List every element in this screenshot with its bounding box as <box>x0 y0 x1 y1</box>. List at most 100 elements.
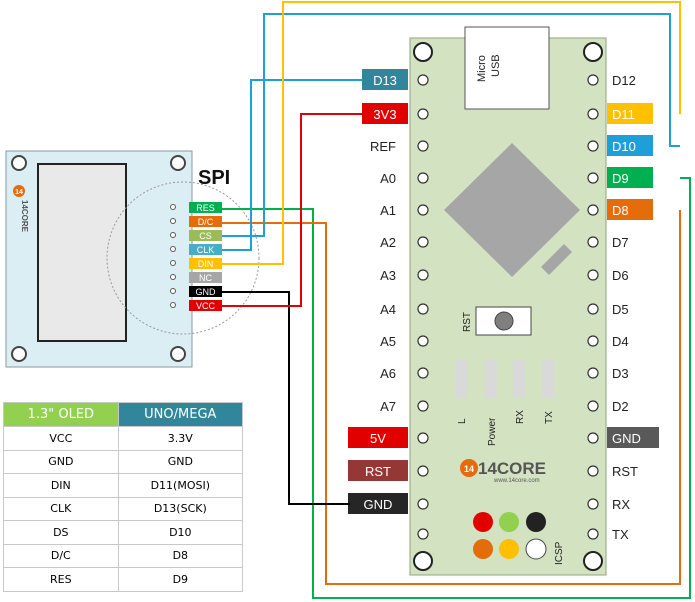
board-pin-rows: D133V3REFA0A1A2A3A4A5A6A75VRSTGNDD12D11D… <box>348 69 659 542</box>
left-pin-hole <box>417 303 429 315</box>
right-pin-rx: RX <box>612 497 630 512</box>
oled-pin-label: VCC <box>196 301 216 311</box>
reset-button[interactable] <box>475 306 532 336</box>
right-pin-rst: RST <box>612 464 638 479</box>
right-pin-d3: D3 <box>612 366 629 381</box>
status-led <box>513 360 525 398</box>
right-pin-hole <box>587 498 599 510</box>
left-pin-hole <box>417 335 429 347</box>
board-pin-cell: D13(SCK) <box>117 496 244 521</box>
board-pin-cell: D11(MOSI) <box>117 473 244 498</box>
left-pin-hole <box>417 367 429 379</box>
right-pin-hole <box>587 269 599 281</box>
wire-gnd-gnd <box>222 291 350 505</box>
left-pin-label: RST <box>365 464 391 479</box>
right-pin-d12: D12 <box>612 73 636 88</box>
left-pin-label: GND <box>364 497 393 512</box>
left-pin-label: A6 <box>380 366 396 381</box>
oled-pin-label: RES <box>196 203 215 213</box>
board-pin-cell: D9 <box>117 567 244 592</box>
right-pin-d5: D5 <box>612 302 629 317</box>
right-pin-hole <box>587 172 599 184</box>
left-pin-ref: REF <box>370 139 396 154</box>
wire-dc-d8 <box>222 210 681 585</box>
left-pin-a0: A0 <box>380 171 396 186</box>
oled-pin-hole <box>170 204 176 210</box>
oled-logo-text: 14CORE <box>20 200 29 233</box>
led-label: TX <box>544 411 555 424</box>
left-pin-hole <box>417 528 429 540</box>
oled-pin-hole <box>170 232 176 238</box>
oled-pin-cs: CS <box>189 230 222 241</box>
left-pin-hole <box>417 269 429 281</box>
wire-vcc-3v3 <box>222 113 362 307</box>
wire-din-d11 <box>222 1 681 265</box>
oled-pin-hole <box>170 246 176 252</box>
right-pin-d9: D9 <box>607 167 653 188</box>
left-pin-a1: A1 <box>380 203 396 218</box>
board-logo-url: www.14core.com <box>493 478 540 484</box>
oled-pin-label: DIN <box>198 259 214 269</box>
oled-pin-cell: DS <box>3 520 119 545</box>
oled-pin-cell: CLK <box>3 496 119 521</box>
left-pin-label: A2 <box>380 235 396 250</box>
right-pin-hole <box>587 140 599 152</box>
micro-usb-port: Micro USB <box>464 26 550 110</box>
left-pin-label: A3 <box>380 268 396 283</box>
oled-pin-din: DIN <box>189 258 222 269</box>
right-pin-hole <box>587 432 599 444</box>
right-pin-d7: D7 <box>612 235 629 250</box>
right-pin-label: RST <box>612 464 638 479</box>
oled-pin-gnd: GND <box>189 286 222 297</box>
oled-pin-cell: VCC <box>3 426 119 451</box>
oled-pin-hole <box>170 274 176 280</box>
icsp-label: ICSP <box>554 541 565 565</box>
left-pin-hole <box>417 140 429 152</box>
right-pin-d11: D11 <box>607 103 653 124</box>
oled-pin-cell: DIN <box>3 473 119 498</box>
right-pin-label: D4 <box>612 334 629 349</box>
right-pin-d4: D4 <box>612 334 629 349</box>
status-led <box>455 360 467 398</box>
left-pin-hole <box>417 108 429 120</box>
right-pin-hole <box>587 465 599 477</box>
left-pin-3v3: 3V3 <box>362 103 408 124</box>
left-pin-label: A5 <box>380 334 396 349</box>
wire-res-d9 <box>222 177 691 599</box>
oled-pin-label: CLK <box>197 245 215 255</box>
oled-pin-cell: D/C <box>3 543 119 568</box>
left-pin-a6: A6 <box>380 366 396 381</box>
oled-pin-hole <box>170 302 176 308</box>
right-pin-hole <box>587 108 599 120</box>
right-pin-d6: D6 <box>612 268 629 283</box>
left-pin-d13: D13 <box>362 69 408 90</box>
chip-outline <box>444 143 580 277</box>
left-pin-5v: 5V <box>348 427 408 448</box>
oled-pin-hole <box>170 260 176 266</box>
led-label: Power <box>487 417 498 446</box>
right-pin-label: D11 <box>612 107 635 122</box>
left-pin-a7: A7 <box>380 399 396 414</box>
left-pin-hole <box>417 236 429 248</box>
status-led <box>542 360 554 398</box>
oled-pin-nc: NC <box>189 272 222 283</box>
board-pin-cell: GND <box>117 449 244 474</box>
right-pin-hole <box>587 335 599 347</box>
right-pin-label: GND <box>612 431 641 446</box>
led-label: RX <box>515 410 526 424</box>
board-pin-cell: D8 <box>117 543 244 568</box>
oled-pin-vcc: VCC <box>189 300 222 311</box>
wire-clk-d13 <box>222 79 362 251</box>
right-pin-label: D7 <box>612 235 629 250</box>
left-pin-hole <box>417 498 429 510</box>
oled-pin-cell: GND <box>3 449 119 474</box>
reset-label: RST <box>462 312 473 332</box>
board-logo: 14 14CORE www.14core.com <box>460 459 546 484</box>
